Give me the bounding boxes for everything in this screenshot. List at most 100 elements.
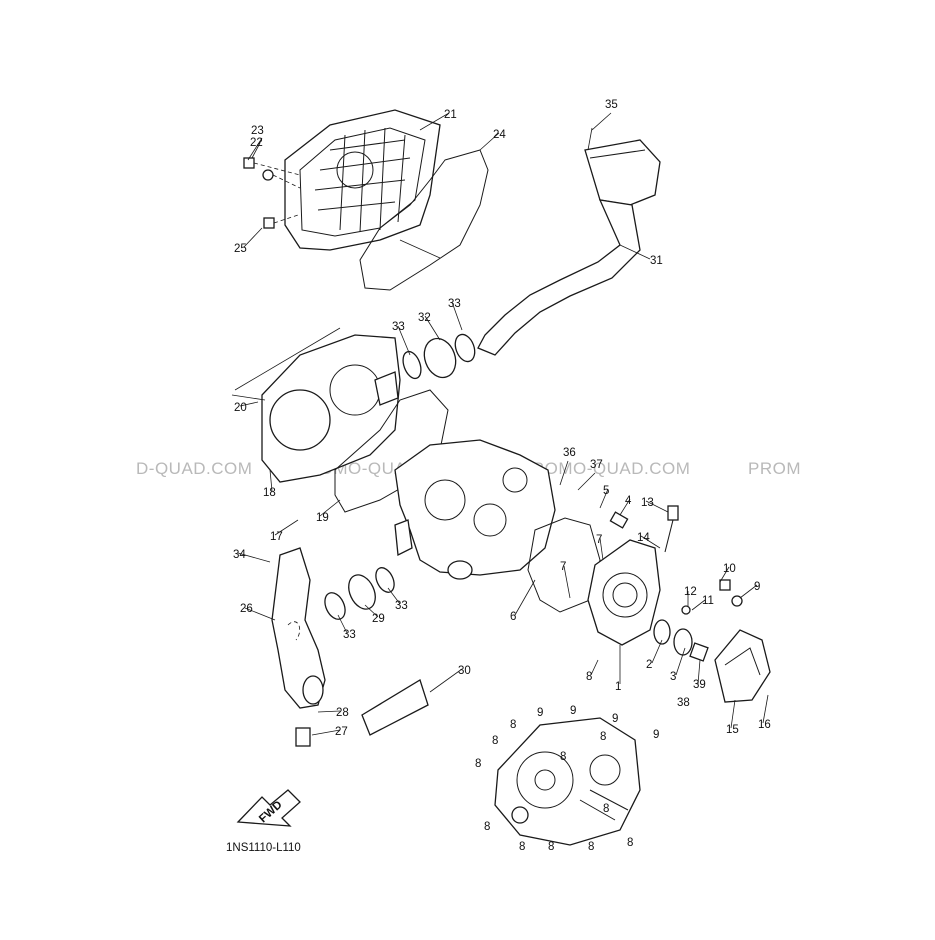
- callout-4: 4: [625, 495, 632, 507]
- callout-29: 29: [372, 613, 385, 625]
- callout-8i: 8: [627, 837, 633, 849]
- callout-7b: 7: [560, 561, 566, 573]
- leader-line: [619, 244, 651, 260]
- leader-line: [619, 498, 631, 516]
- leader-line: [697, 659, 701, 685]
- leader-line: [599, 488, 609, 509]
- callout-24: 24: [493, 129, 506, 141]
- callout-27: 27: [335, 726, 348, 738]
- callout-23: 23: [251, 125, 264, 137]
- leader-line: [451, 301, 463, 331]
- callout-37: 37: [590, 459, 603, 471]
- leader-line: [651, 639, 663, 664]
- callout-5: 5: [603, 485, 609, 497]
- callout-33a: 33: [448, 298, 461, 310]
- leader-line: [239, 401, 259, 407]
- leader-line: [691, 599, 706, 611]
- lower-detail-view: [494, 717, 641, 846]
- callout-35: 35: [605, 99, 618, 111]
- leader-line: [237, 552, 271, 563]
- callout-8k: 8: [603, 803, 609, 815]
- sensor-13: [609, 505, 743, 615]
- callout-8j: 8: [600, 731, 606, 743]
- callout-9d: 9: [612, 713, 618, 725]
- callout-17: 17: [270, 531, 283, 543]
- callout-8f: 8: [519, 841, 525, 853]
- callout-3: 3: [670, 671, 676, 683]
- callout-8c: 8: [492, 735, 498, 747]
- leader-line: [269, 469, 273, 492]
- callout-6: 6: [510, 611, 516, 623]
- leader-line: [251, 142, 261, 159]
- leader-line: [577, 472, 596, 491]
- fwd-arrow-icon: FWD: [236, 789, 301, 827]
- leader-line: [559, 460, 569, 486]
- inner-cover-18: [231, 327, 401, 483]
- callout-33c: 33: [395, 600, 408, 612]
- leader-line: [274, 519, 299, 536]
- callout-1: 1: [615, 681, 621, 693]
- label-30: [361, 679, 429, 736]
- cover-15: [714, 629, 771, 703]
- leader-line: [730, 699, 736, 729]
- callout-9b: 9: [537, 707, 543, 719]
- leader-line: [739, 584, 758, 599]
- callout-26: 26: [240, 603, 253, 615]
- leader-line: [587, 127, 593, 151]
- watermark-4: PROM: [748, 459, 801, 478]
- callout-13: 13: [641, 497, 654, 509]
- callout-2: 2: [646, 659, 652, 671]
- callout-33b: 33: [392, 321, 405, 333]
- callout-16: 16: [758, 719, 771, 731]
- callout-14: 14: [637, 532, 650, 544]
- leader-line: [337, 614, 348, 634]
- callout-34: 34: [233, 549, 246, 561]
- callout-8b: 8: [510, 719, 516, 731]
- leader-line: [317, 710, 341, 713]
- callout-8e: 8: [484, 821, 490, 833]
- callout-15: 15: [726, 724, 739, 736]
- leader-line: [591, 112, 612, 131]
- leader-line: [247, 137, 263, 161]
- leader-line: [645, 500, 669, 513]
- leader-line: [424, 315, 441, 341]
- leader-line: [719, 566, 730, 583]
- leader-line: [387, 587, 401, 605]
- callout-9c: 9: [570, 705, 576, 717]
- right-cover-1: [587, 539, 661, 646]
- leader-line: [590, 659, 599, 676]
- callout-8a: 8: [586, 671, 592, 683]
- leader-line: [319, 499, 341, 517]
- leader-line: [479, 132, 500, 151]
- left-duct-26: [271, 547, 326, 747]
- callout-36: 36: [563, 447, 576, 459]
- callout-numbers: 1 2 3 4 5 6 7 7 8 8 8 8 8 8 8 8 8 8 8 8 …: [233, 99, 771, 853]
- callout-30: 30: [458, 665, 471, 677]
- leader-line: [397, 325, 411, 356]
- leader-line: [419, 112, 450, 131]
- intake-boot-32: [402, 333, 476, 380]
- callout-8l: 8: [560, 751, 566, 763]
- callout-32: 32: [418, 312, 431, 324]
- leader-lines: [237, 112, 769, 736]
- callout-28: 28: [336, 707, 349, 719]
- callout-31: 31: [650, 255, 663, 267]
- callout-39: 39: [693, 679, 706, 691]
- leader-line: [514, 579, 536, 616]
- crankcase: [394, 439, 556, 580]
- callout-9e: 9: [653, 729, 659, 741]
- callout-8d: 8: [475, 758, 481, 770]
- callout-10: 10: [723, 563, 736, 575]
- leader-line: [364, 604, 379, 618]
- seals-2-3-39: [653, 619, 709, 662]
- callout-18: 18: [263, 487, 276, 499]
- leader-line: [762, 694, 769, 724]
- leader-line: [599, 537, 604, 561]
- callout-9a: 9: [754, 581, 760, 593]
- watermark-1: D-QUAD.COM: [136, 459, 252, 478]
- intake-duct-31: [477, 139, 661, 356]
- callout-7a: 7: [596, 534, 602, 546]
- callout-22: 22: [250, 137, 263, 149]
- callout-25: 25: [234, 243, 247, 255]
